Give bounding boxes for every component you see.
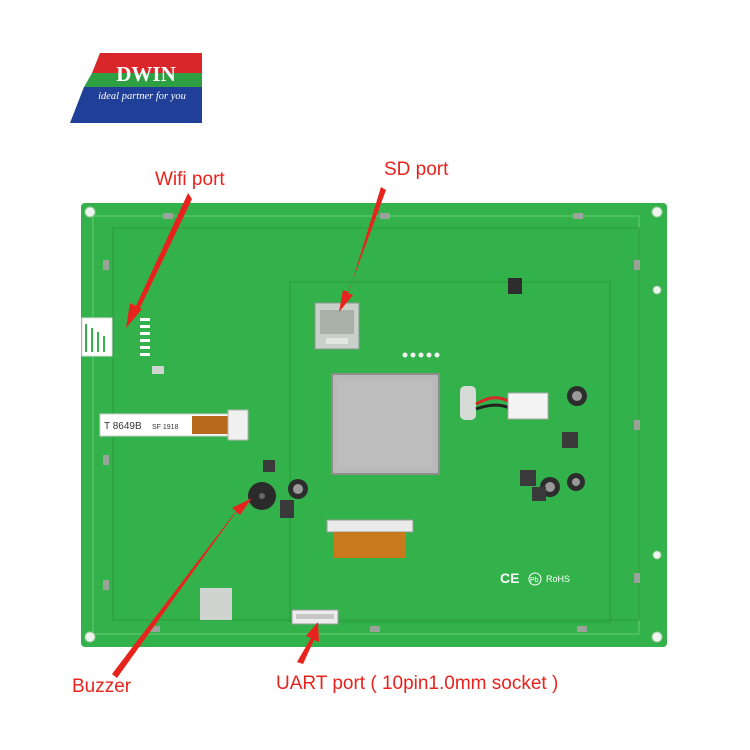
capacitors [263,278,587,518]
copper-pad [200,588,232,620]
sd-port-label: SD port [384,159,449,180]
wifi-module [81,317,164,374]
logo-tagline: ideal partner for you [98,91,186,102]
mounting-holes [84,206,663,643]
logo-brand: DWIN [116,62,176,86]
ce-mark: CE [500,570,519,586]
buzzer-label: Buzzer [72,676,132,697]
dwin-logo: DWIN ideal partner for you ® [70,53,202,123]
edge-clips [103,213,640,632]
test-pads [402,352,440,358]
power-connector [460,386,549,420]
buzzer-component [248,482,276,510]
lcd-flex-connector [326,519,414,558]
sd-card-slot [314,302,360,350]
uart-socket [291,609,339,625]
logo-registered-mark: ® [196,56,202,64]
annotation-arrows [112,187,386,678]
pb-mark: Pb [530,577,539,584]
uart-port-label: UART port ( 10pin1.0mm socket ) [276,673,559,694]
wifi-port-label: Wifi port [155,169,225,190]
ribbon-cable: T 8649B SF 1918 [99,409,249,441]
ribbon-label-2: SF 1918 [152,424,179,431]
rohs-mark: RoHS [546,574,570,584]
ribbon-label: T 8649B [104,421,142,432]
